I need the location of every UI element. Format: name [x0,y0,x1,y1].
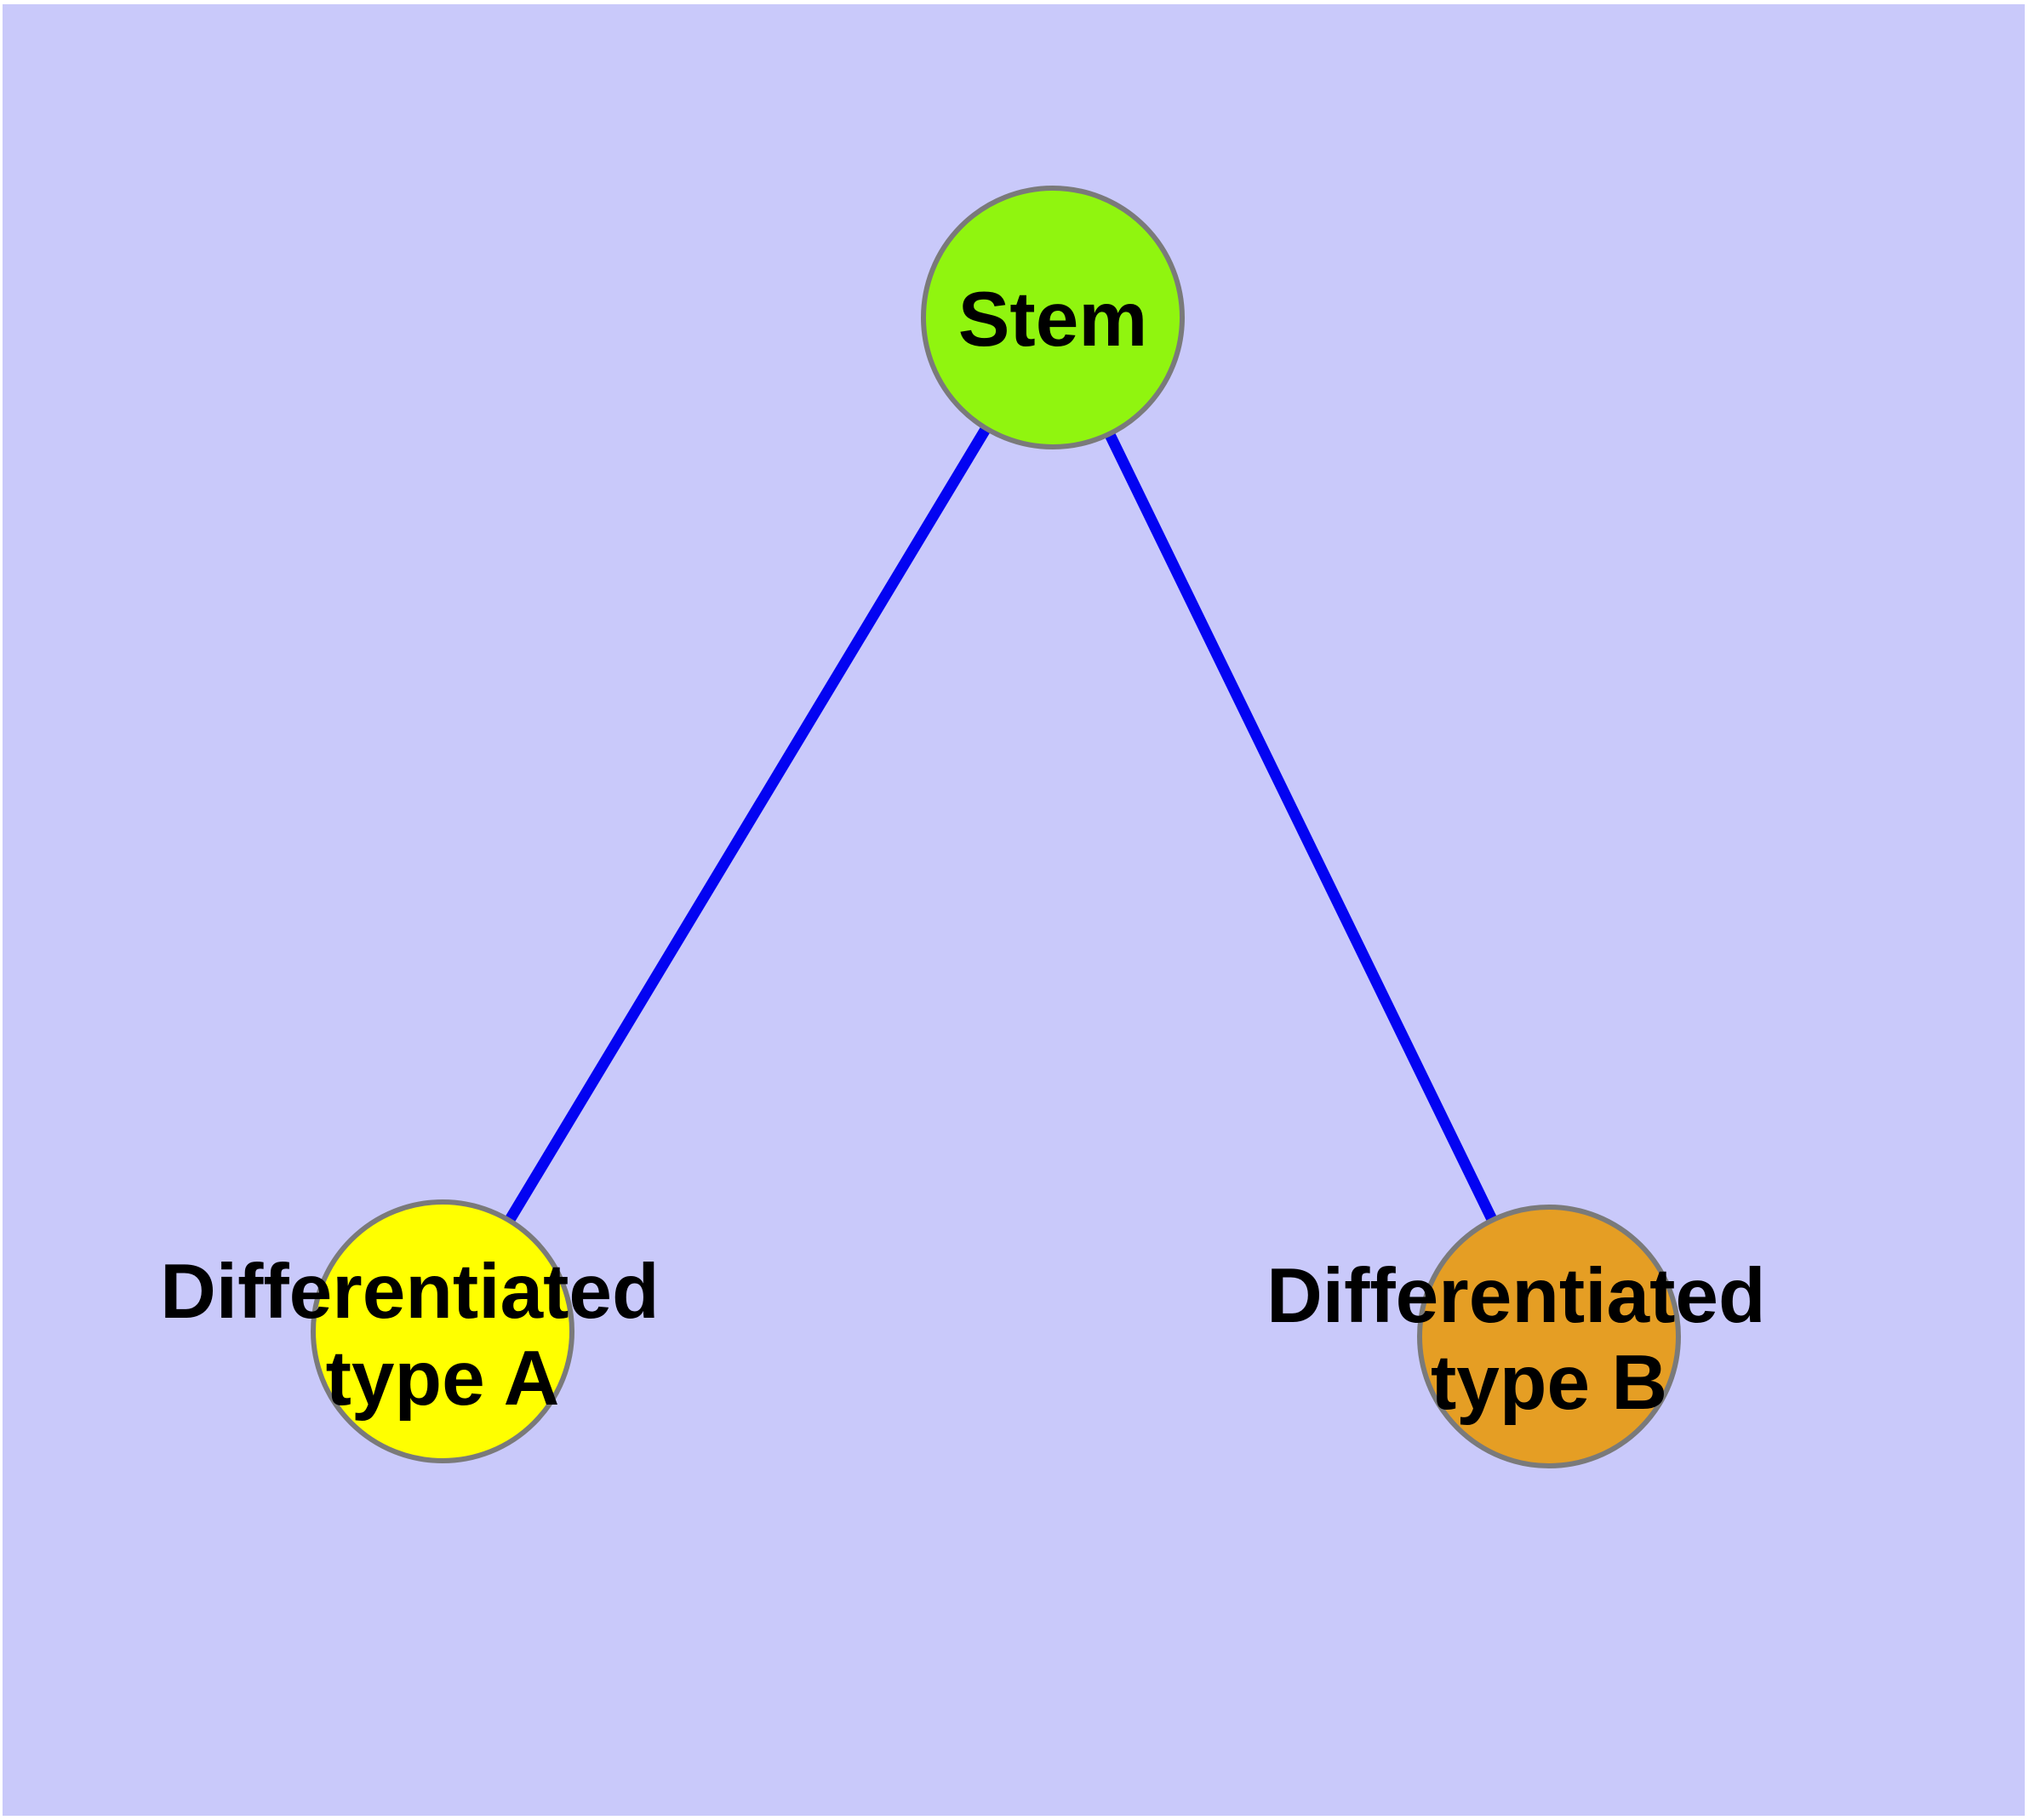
node-stem-label: Stem [958,277,1148,363]
node-type-b-circle [1417,1205,1681,1468]
edge-stem-to-type-b [1048,315,1554,1339]
node-stem: Stem [921,186,1185,449]
node-type-a-circle [311,1199,574,1463]
node-type-b-label: Differentiated type B [1266,1253,1787,1426]
node-type-a-label-line2: type A [326,1336,560,1422]
node-type-a-label: Differentiated type A [160,1249,681,1422]
node-differentiated-type-a: Differentiated type A [160,1199,681,1463]
edge-stem-to-type-a [437,314,1058,1335]
node-type-b-label-line2: type B [1431,1340,1667,1426]
node-stem-circle [921,186,1185,449]
edge-group [437,314,1554,1339]
node-type-b-label-line1: Differentiated [1266,1253,1766,1339]
node-differentiated-type-b: Differentiated type B [1266,1205,1787,1468]
node-type-a-label-line1: Differentiated [160,1249,660,1335]
